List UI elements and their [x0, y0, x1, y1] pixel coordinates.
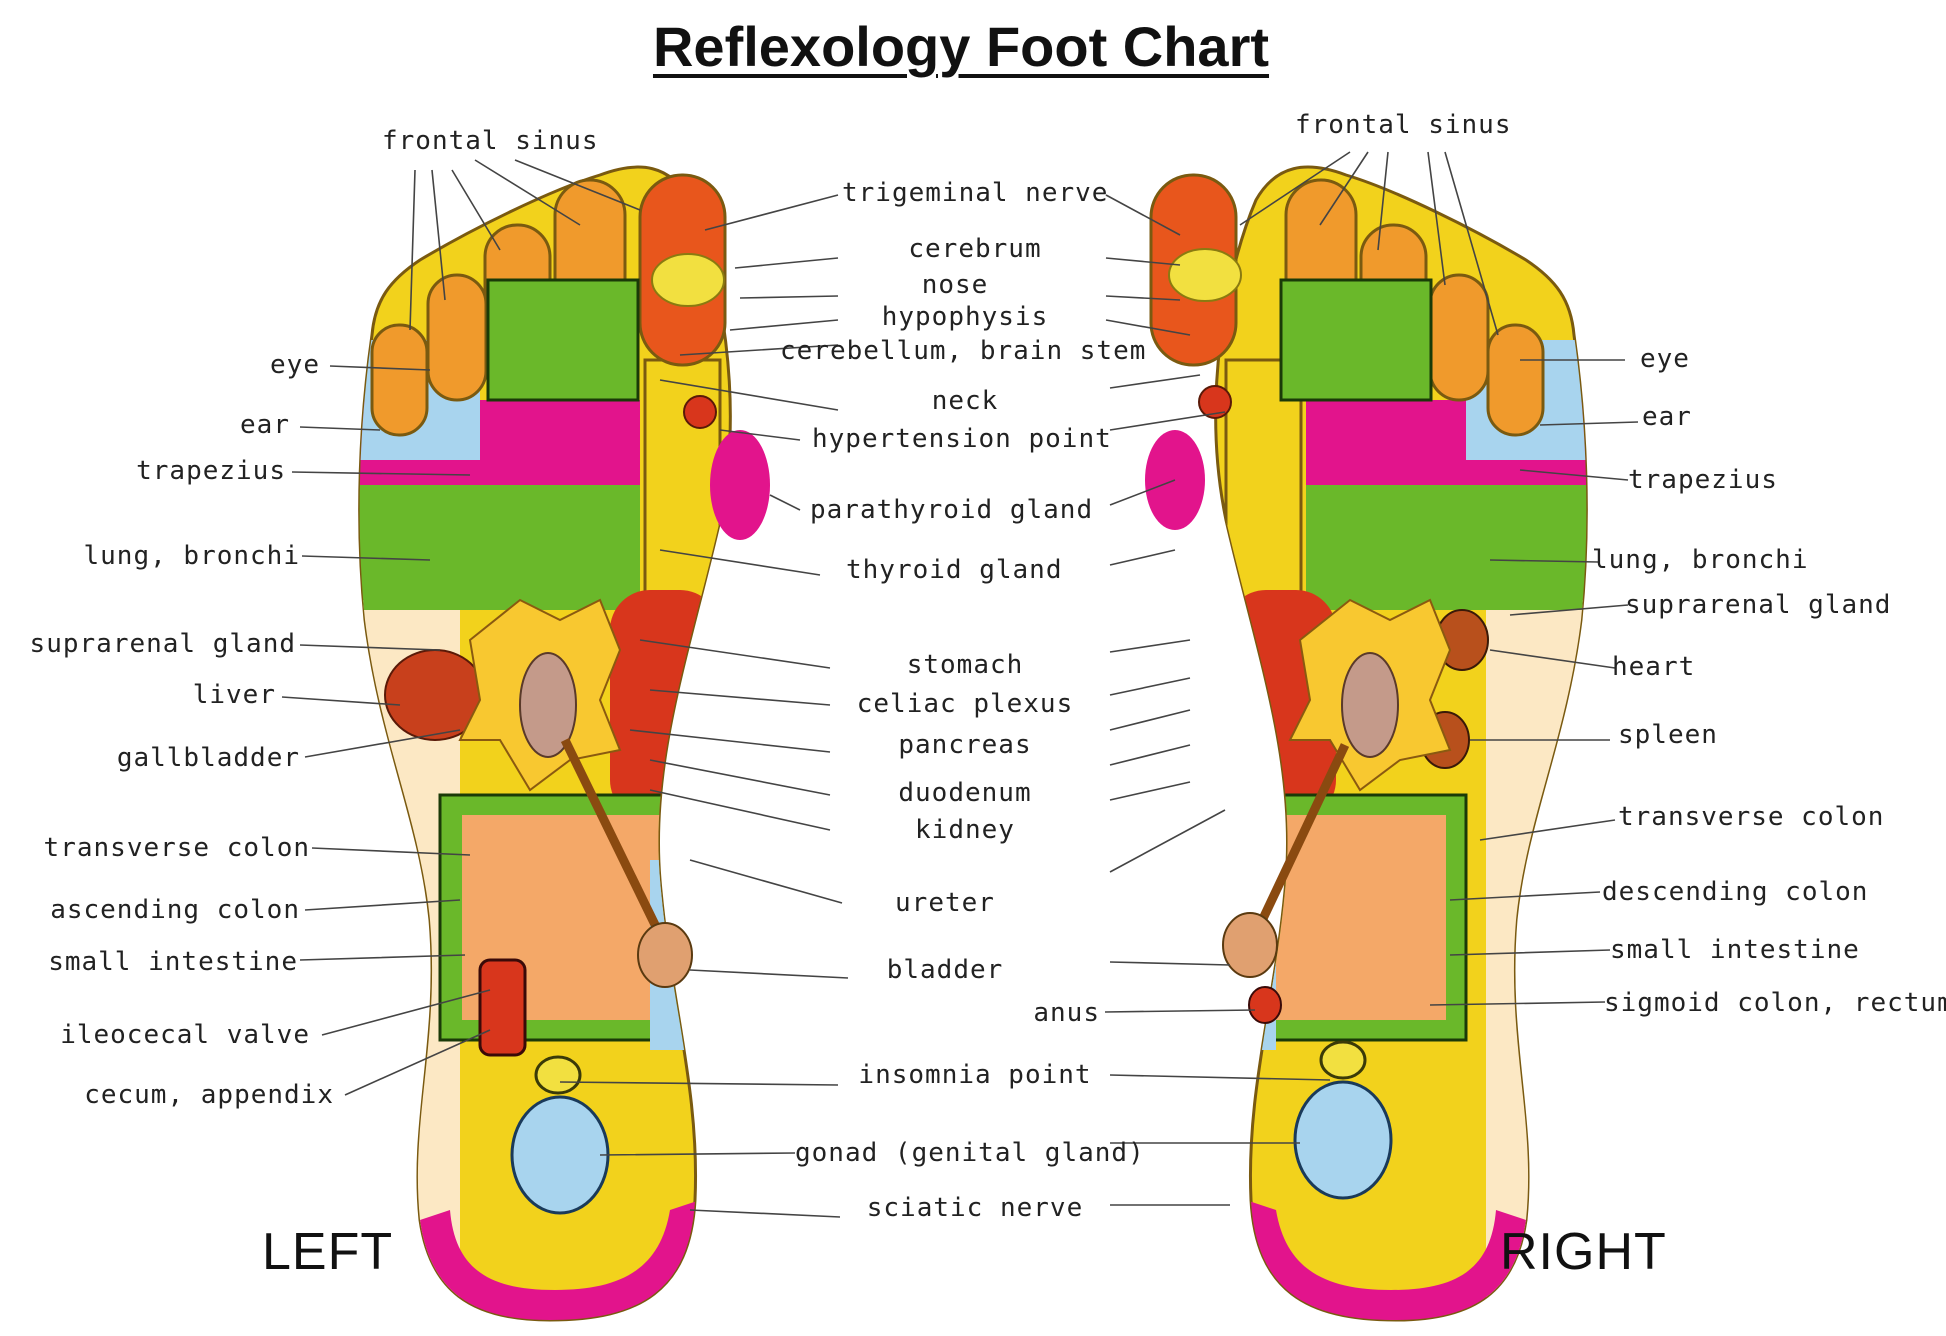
right-insomnia-organ	[1319, 1040, 1367, 1080]
left-foot-label: LEFT	[262, 1223, 394, 1281]
label-cerebellum-brain-stem: cerebellum, brain stem	[780, 336, 1147, 366]
label-left-ear: ear	[240, 410, 290, 440]
label-cerebrum: cerebrum	[908, 234, 1042, 264]
label-left-ascending-colon: ascending colon	[50, 895, 300, 925]
label-right-descending-colon: descending colon	[1602, 877, 1869, 907]
label-right-lung-bronchi: lung, bronchi	[1592, 545, 1809, 575]
label-stomach: stomach	[906, 650, 1024, 680]
label-right-trapezius: trapezius	[1628, 465, 1778, 495]
left-ureter-organ	[560, 738, 665, 937]
chart-title: Reflexology Foot Chart	[652, 15, 1270, 78]
left-foot	[358, 165, 770, 1322]
label-right-heart: heart	[1612, 652, 1696, 682]
left-parathyroid-organ	[710, 430, 770, 540]
right-anus-organ	[1248, 986, 1282, 1024]
label-right-eye: eye	[1640, 344, 1690, 374]
left-insomnia-organ	[534, 1055, 582, 1095]
right-gonad-organ	[1293, 1080, 1393, 1200]
label-kidney: kidney	[915, 815, 1015, 845]
label-right-small-intestine: small intestine	[1610, 935, 1860, 965]
label-hypophysis: hypophysis	[881, 302, 1049, 332]
label-left-frontal-sinus: frontal sinus	[382, 126, 599, 156]
right-kidney-organ	[1341, 652, 1399, 758]
label-left-transverse-colon: transverse colon	[43, 833, 310, 863]
label-right-frontal-sinus: frontal sinus	[1295, 110, 1512, 140]
label-left-suprarenal-gland: suprarenal gland	[29, 629, 296, 659]
right-heel-zone	[1246, 1200, 1526, 1321]
left-neck-organ	[683, 395, 717, 429]
label-sciatic-nerve: sciatic nerve	[866, 1193, 1084, 1223]
label-thyroid-gland: thyroid gland	[846, 555, 1063, 585]
label-celiac-plexus: celiac plexus	[856, 689, 1074, 719]
label-bladder: bladder	[886, 955, 1004, 985]
label-left-liver: liver	[192, 680, 276, 710]
right-toe-base	[1279, 278, 1433, 402]
label-anus: anus	[1033, 998, 1100, 1028]
label-left-gallbladder: gallbladder	[116, 743, 300, 773]
left-heel-zone	[420, 1200, 700, 1321]
left-toe-4	[426, 273, 488, 402]
right-foot	[1145, 165, 1588, 1322]
left-kidney-organ	[519, 652, 577, 758]
right-neck-organ	[1198, 385, 1232, 419]
left-stomach-zone	[610, 590, 720, 820]
label-right-ear: ear	[1642, 402, 1692, 432]
label-hypertension-point: hypertension point	[812, 424, 1112, 454]
left-toe-base	[486, 278, 640, 402]
label-left-ileocecal-valve: ileocecal valve	[60, 1020, 310, 1050]
label-right-suprarenal-gland: suprarenal gland	[1625, 590, 1892, 620]
label-left-cecum-appendix: cecum, appendix	[84, 1080, 334, 1110]
right-foot-label: RIGHT	[1500, 1223, 1667, 1281]
right-toe-5	[1486, 323, 1545, 437]
right-cerebrum-organ	[1168, 248, 1242, 302]
right-toe-4	[1428, 273, 1490, 402]
leader-lines	[281, 151, 1639, 1218]
right-ureter-organ	[1255, 743, 1350, 927]
label-left-small-intestine: small intestine	[48, 947, 298, 977]
label-ureter: ureter	[895, 888, 995, 918]
label-neck: neck	[931, 386, 999, 416]
label-left-eye: eye	[270, 350, 320, 380]
label-right-sigmoid-colon-rectum: sigmoid colon, rectum	[1604, 988, 1946, 1018]
label-right-transverse-colon: transverse colon	[1618, 802, 1885, 832]
label-parathyroid-gland: parathyroid gland	[810, 495, 1094, 525]
left-cerebrum-organ	[651, 253, 725, 307]
label-left-trapezius: trapezius	[136, 456, 286, 486]
left-ileocecal-organ	[478, 958, 527, 1057]
right-bladder-organ	[1222, 912, 1278, 978]
left-gonad-organ	[510, 1095, 610, 1215]
left-lung-zone	[359, 480, 640, 610]
label-left-lung-bronchi: lung, bronchi	[83, 541, 300, 571]
label-right-spleen: spleen	[1618, 720, 1718, 750]
right-lung-zone	[1306, 480, 1587, 610]
left-spine-zone	[643, 358, 722, 602]
label-trigeminal-nerve: trigeminal nerve	[842, 178, 1109, 208]
label-nose: nose	[921, 270, 989, 300]
label-duodenum: duodenum	[898, 778, 1032, 808]
label-gonad: gonad (genital gland)	[795, 1138, 1145, 1168]
left-toe-5	[370, 323, 429, 437]
label-pancreas: pancreas	[898, 730, 1032, 760]
left-bladder-organ	[637, 922, 693, 988]
label-insomnia-point: insomnia point	[858, 1060, 1092, 1090]
